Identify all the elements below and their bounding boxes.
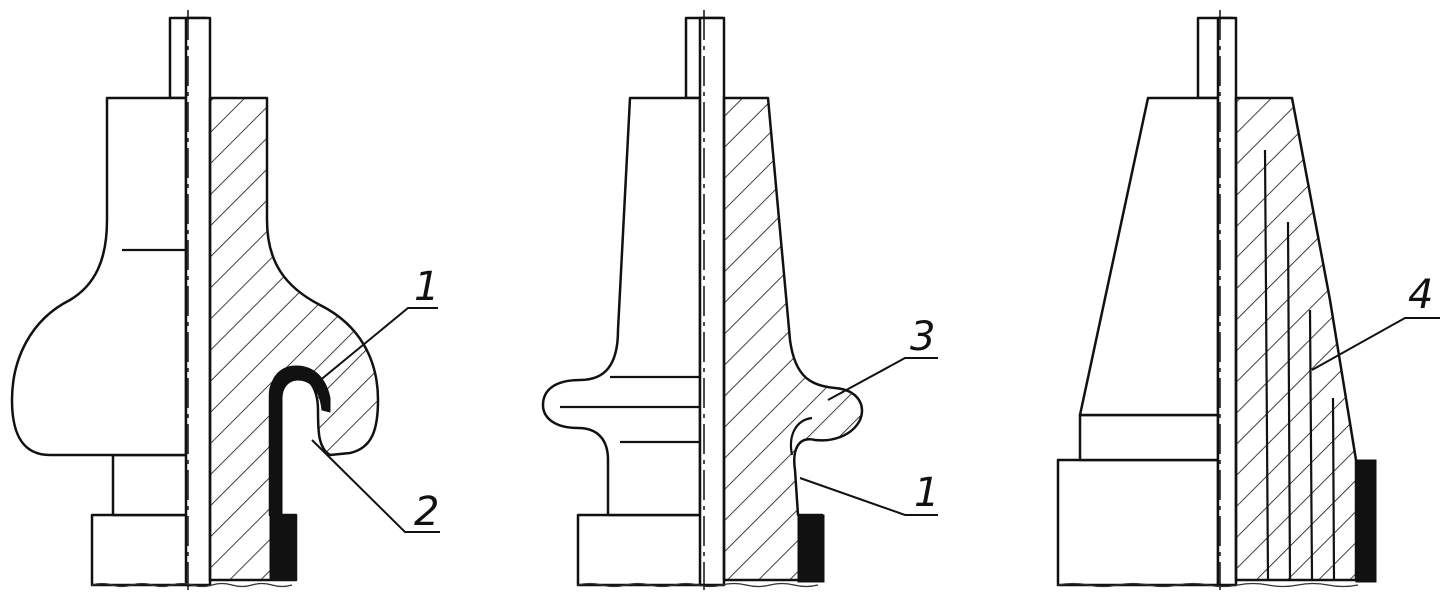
leader-1 [799, 477, 938, 516]
break-line [91, 582, 293, 588]
callout-2-left: 2 [414, 489, 439, 535]
hatched-section [208, 96, 380, 582]
center-bore [184, 16, 212, 587]
base-block [576, 513, 708, 587]
insert-base [1355, 459, 1377, 583]
hatched-section [722, 96, 864, 582]
laminate-line [1308, 309, 1314, 581]
leader-1 [317, 307, 438, 383]
leader-2 [311, 439, 440, 533]
insert-base [269, 514, 297, 581]
base-block [90, 513, 196, 587]
callout-3-middle: 3 [910, 314, 935, 360]
insert-strip [269, 365, 331, 516]
callout-4-right: 4 [1408, 272, 1433, 318]
neck [111, 453, 196, 517]
leader-3 [827, 357, 938, 401]
break-line [1057, 582, 1359, 588]
body-outline [10, 96, 188, 457]
break-line [577, 582, 819, 588]
panel-left: 1 2 [10, 10, 440, 590]
leader-4 [1311, 317, 1440, 371]
insert-base [797, 514, 825, 583]
laminate-line [1263, 149, 1270, 581]
panel-middle: 3 1 [541, 10, 939, 590]
callout-1-middle: 1 [914, 470, 939, 516]
laminate-line [1286, 221, 1292, 581]
callout-1-left: 1 [414, 264, 439, 310]
panel-right: 4 [1056, 10, 1440, 590]
hatched-section [1234, 96, 1358, 582]
step-block [1078, 413, 1220, 462]
body-outline [541, 96, 702, 517]
body-outline [1078, 96, 1220, 417]
inner-curve [789, 416, 813, 456]
base-block [1056, 458, 1220, 587]
laminate-line [1331, 397, 1336, 581]
